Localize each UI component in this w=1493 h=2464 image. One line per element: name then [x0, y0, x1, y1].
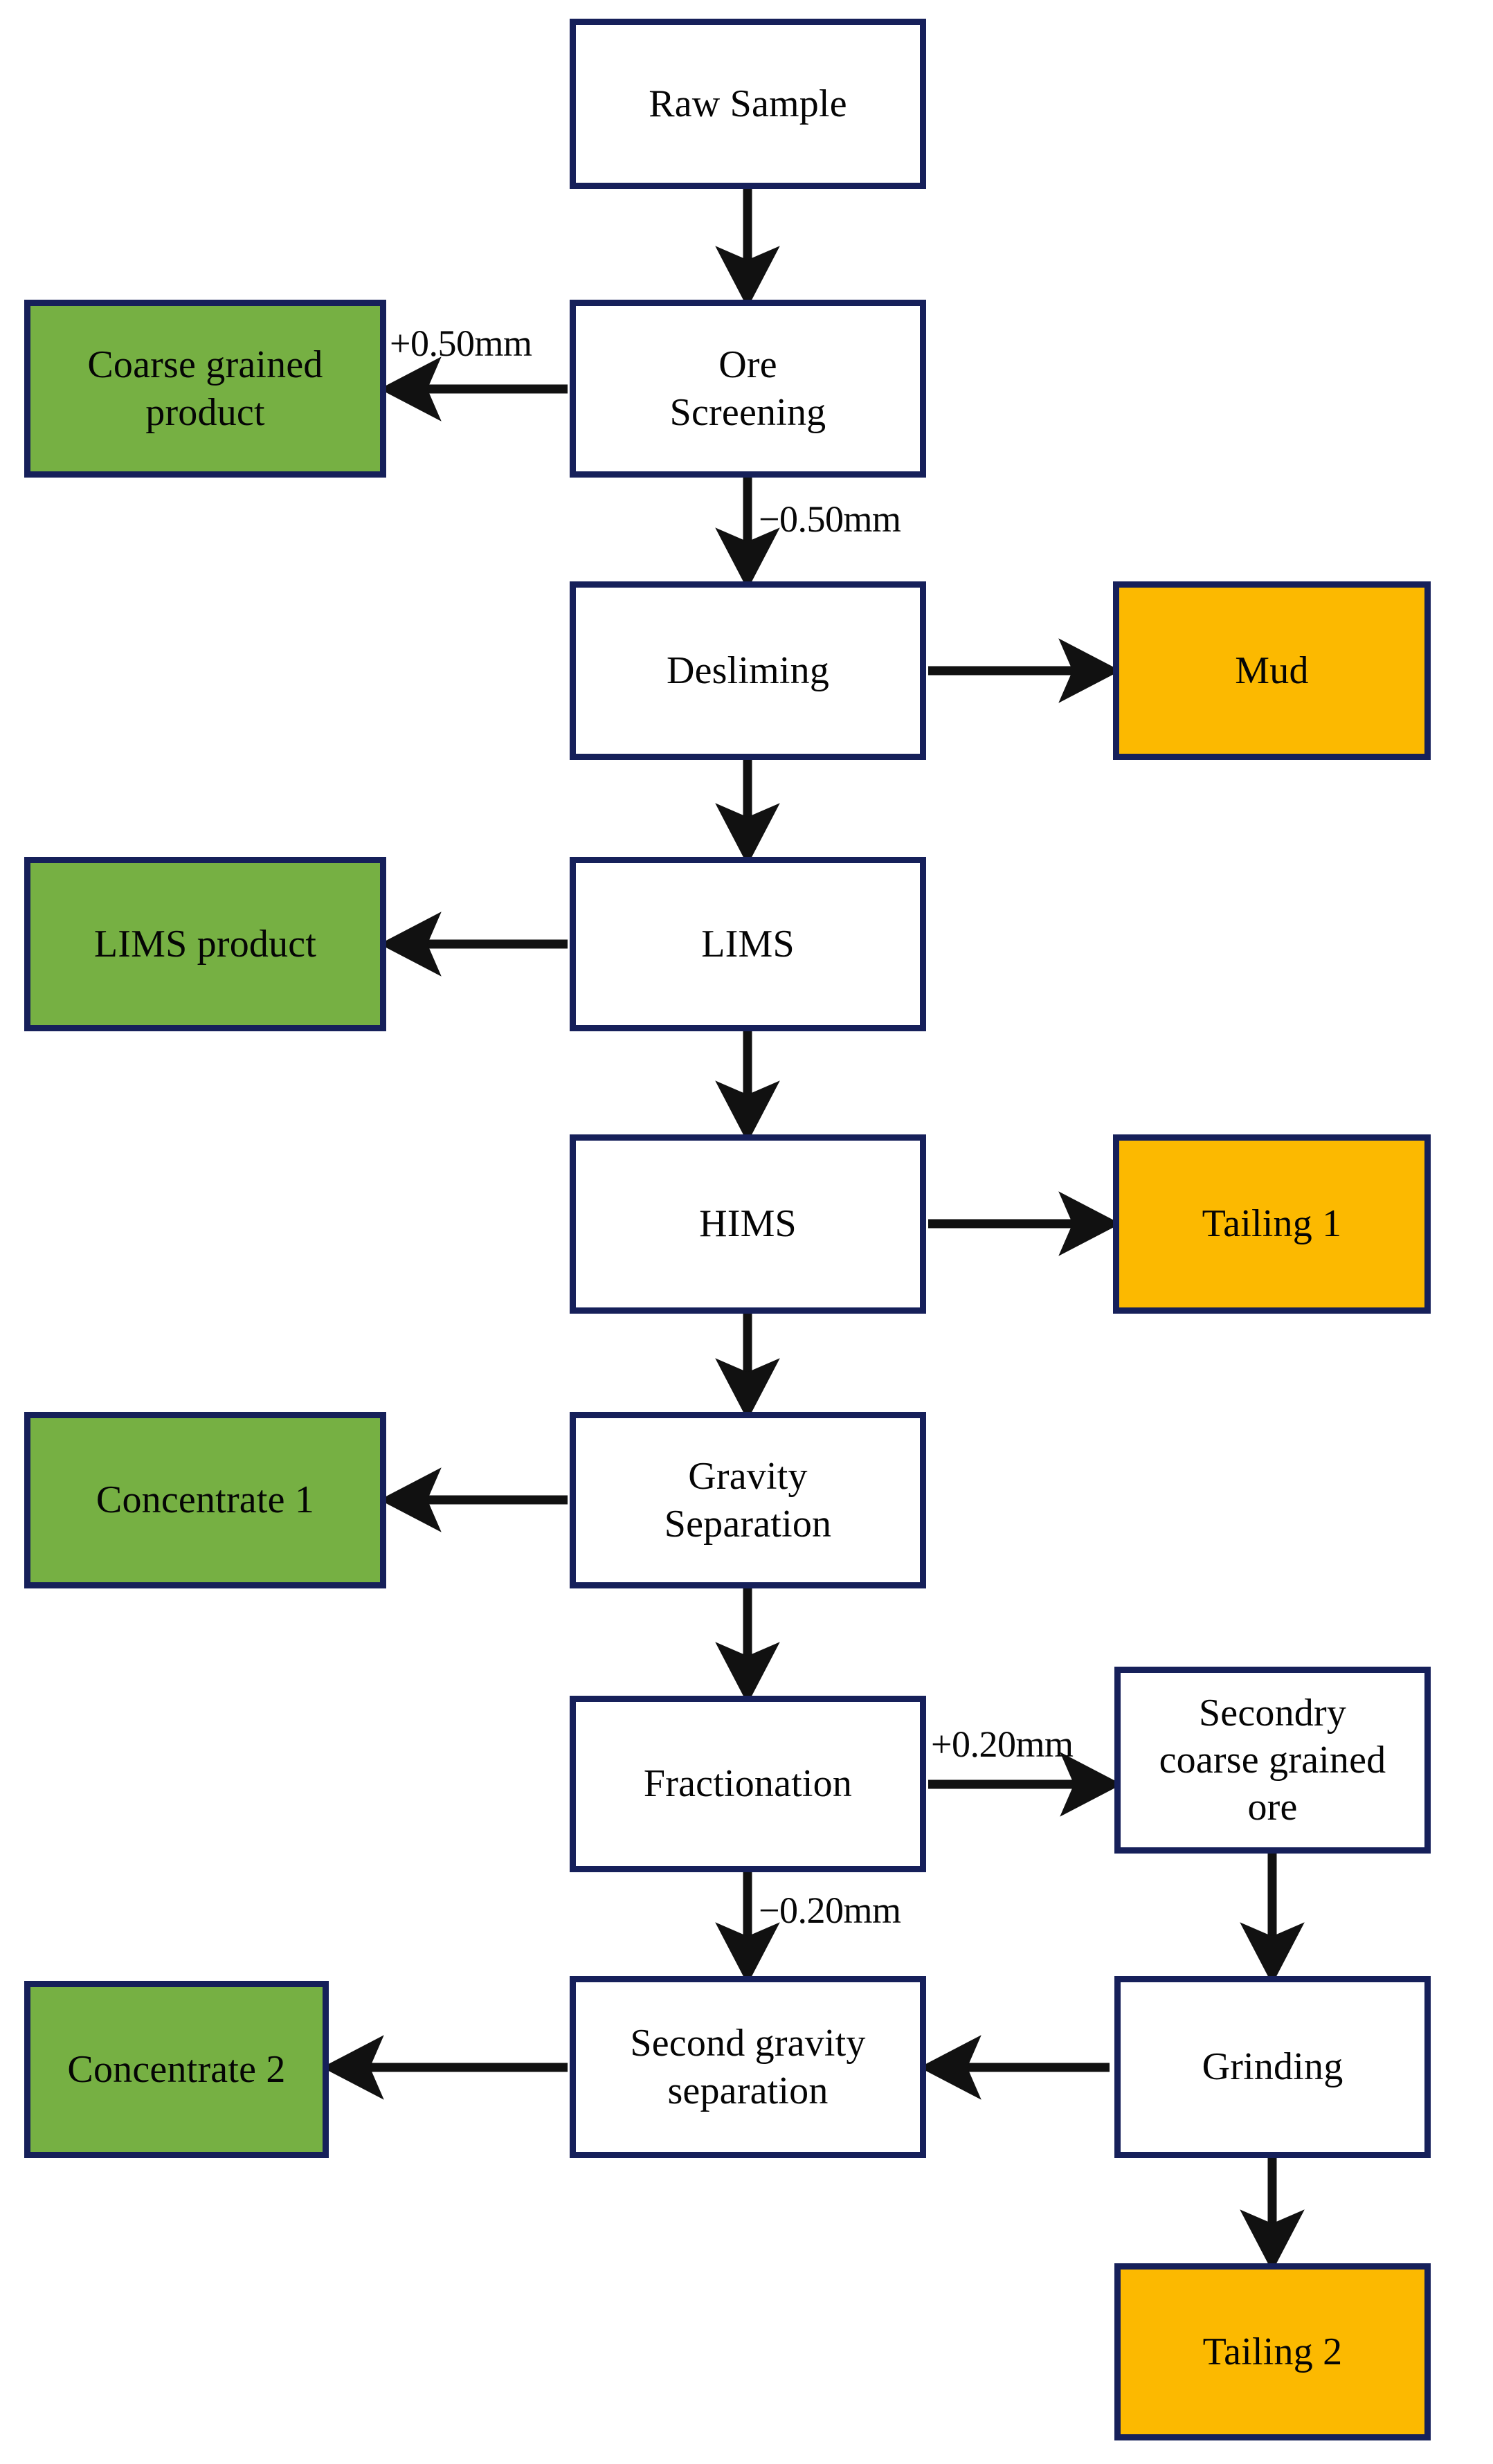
node-tailing-2[interactable]: Tailing 2 [1114, 2263, 1431, 2440]
node-desliming[interactable]: Desliming [570, 581, 926, 760]
node-tailing-1[interactable]: Tailing 1 [1113, 1134, 1431, 1314]
node-fractionation[interactable]: Fractionation [570, 1696, 926, 1872]
node-coarse-grained-product[interactable]: Coarse grained product [24, 300, 386, 478]
edge-label-minus-050mm: −0.50mm [759, 498, 901, 540]
node-second-gravity-separation[interactable]: Second gravity separation [570, 1976, 926, 2158]
node-lims-product[interactable]: LIMS product [24, 857, 386, 1031]
node-grinding[interactable]: Grinding [1114, 1976, 1431, 2158]
node-gravity-separation[interactable]: Gravity Separation [570, 1412, 926, 1588]
edge-label-plus-020mm: +0.20mm [931, 1723, 1074, 1765]
node-secondry-coarse-grained-ore[interactable]: Secondry coarse grained ore [1114, 1667, 1431, 1854]
node-mud[interactable]: Mud [1113, 581, 1431, 760]
node-concentrate-1[interactable]: Concentrate 1 [24, 1412, 386, 1588]
node-raw-sample[interactable]: Raw Sample [570, 19, 926, 189]
node-ore-screening[interactable]: Ore Screening [570, 300, 926, 478]
node-lims[interactable]: LIMS [570, 857, 926, 1031]
edge-label-plus-050mm: +0.50mm [390, 323, 532, 364]
edge-label-minus-020mm: −0.20mm [759, 1890, 901, 1931]
node-concentrate-2[interactable]: Concentrate 2 [24, 1981, 329, 2158]
node-hims[interactable]: HIMS [570, 1134, 926, 1314]
